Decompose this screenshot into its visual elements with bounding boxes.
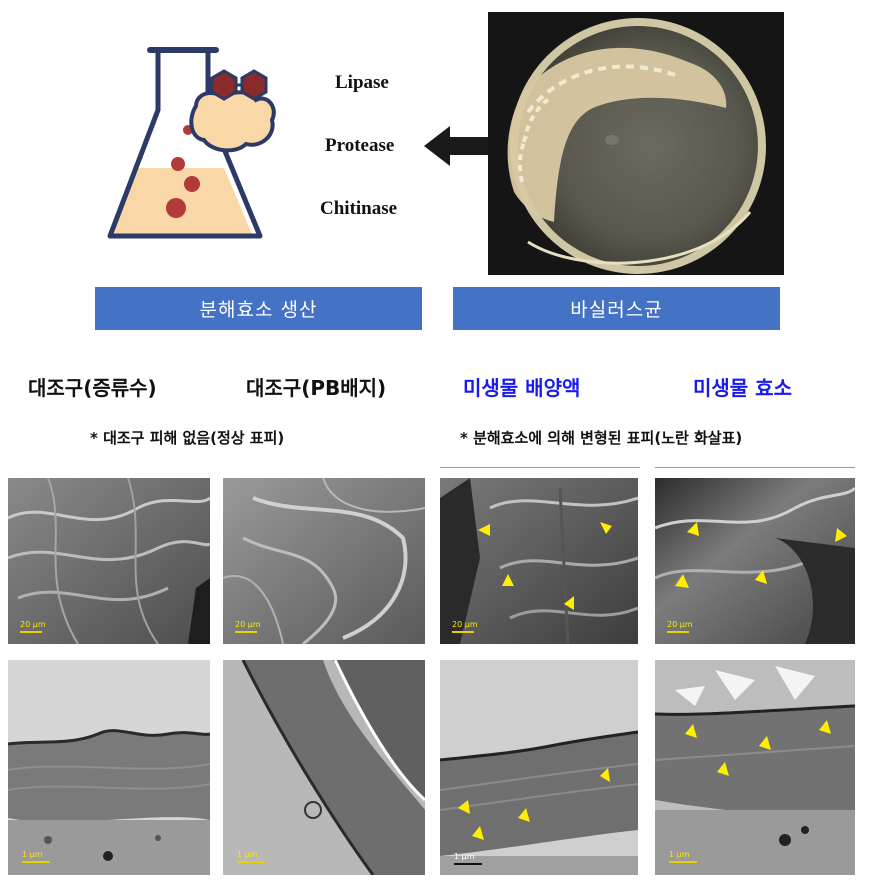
enzyme-protease-label: Protease <box>325 135 395 156</box>
divider-treated-left <box>440 467 640 468</box>
sem-scale-bar <box>667 631 689 633</box>
sem-scale-bar <box>20 631 42 633</box>
banner-enzyme-production: 분해효소 생산 <box>95 287 422 330</box>
tem-scale-bar-label: 1 μm <box>237 850 258 859</box>
tem-image-control-water: 1 μm <box>8 660 210 875</box>
group-label-control-water: 대조구(증류수) <box>28 376 157 400</box>
sem-scale-bar-label: 20 μm <box>452 620 478 629</box>
sem-scale-bar <box>452 631 474 633</box>
sem-scale-bar-label: 20 μm <box>20 620 46 629</box>
divider-treated-right <box>655 467 855 468</box>
sem-image-control-water: 20 μm <box>8 478 210 644</box>
tem-scale-bar <box>454 863 482 865</box>
sem-image-control-pb: 20 μm <box>223 478 425 644</box>
sem-scale-bar-label: 20 μm <box>667 620 693 629</box>
petri-dish-image <box>488 12 784 275</box>
flask-icon <box>107 47 276 239</box>
tem-image-microbial-enzyme: 1 μm <box>655 660 855 875</box>
tem-scale-bar-label: 1 μm <box>22 850 43 859</box>
tem-image-control-pb: 1 μm <box>223 660 425 875</box>
enzyme-chitinase-label: Chitinase <box>320 198 398 219</box>
tem-scale-bar <box>22 861 50 863</box>
tem-scale-bar <box>237 861 265 863</box>
group-label-microbial-enzyme: 미생물 효소 <box>693 376 792 400</box>
sem-scale-bar <box>235 631 257 633</box>
sem-image-culture-broth: 20 μm <box>440 478 638 644</box>
group-label-control-pb: 대조구(PB배지) <box>246 376 387 400</box>
enzyme-lipase-label: Lipase <box>335 72 389 93</box>
group-label-culture-broth: 미생물 배양액 <box>463 376 581 400</box>
banner-bacillus: 바실러스균 <box>453 287 780 330</box>
tem-scale-bar-label: 1 μm <box>669 850 690 859</box>
note-treated: * 분해효소에 의해 변형된 표피(노란 화살표) <box>460 429 743 447</box>
sem-image-microbial-enzyme: 20 μm <box>655 478 855 644</box>
left-arrow-icon <box>424 126 490 166</box>
tem-scale-bar-label: 1 μm <box>454 852 475 861</box>
tem-image-culture-broth: 1 μm <box>440 660 638 875</box>
tem-scale-bar <box>669 861 697 863</box>
sem-scale-bar-label: 20 μm <box>235 620 261 629</box>
note-control: * 대조구 피해 없음(정상 표피) <box>90 429 285 447</box>
